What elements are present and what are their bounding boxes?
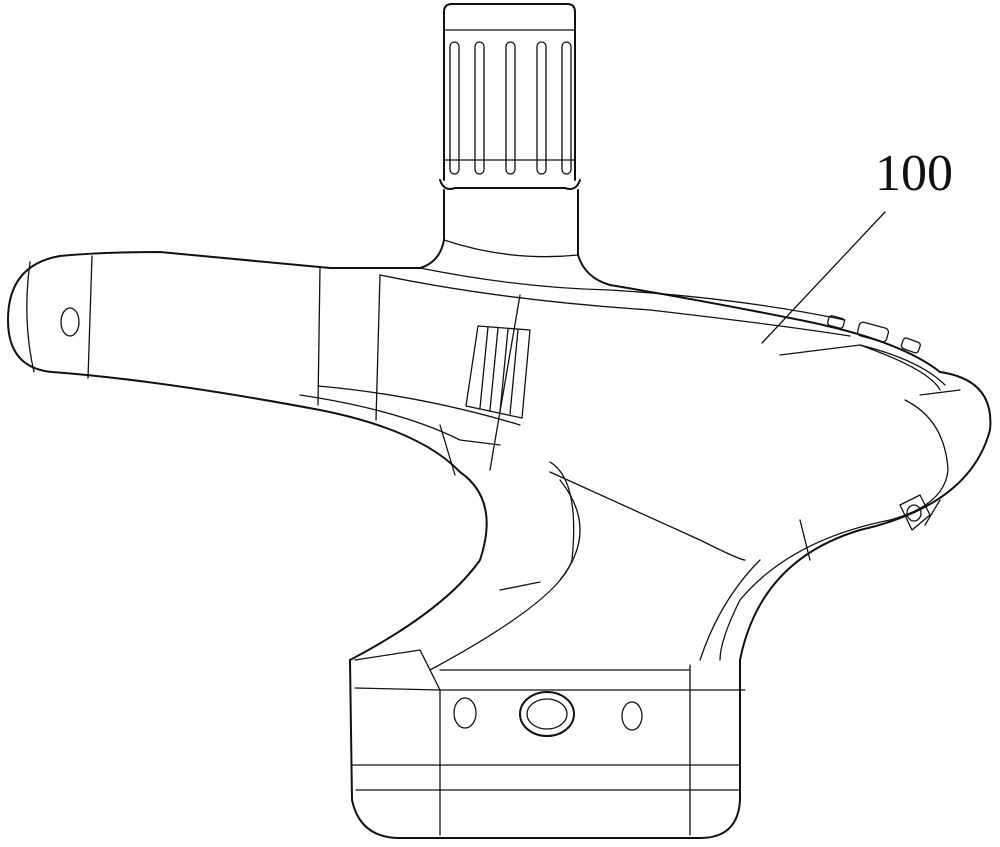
body-panel-lines [300, 268, 960, 670]
base-hole-right-icon [622, 702, 642, 730]
button-icon [857, 321, 890, 342]
knob-ribs [450, 42, 571, 174]
nose-hole-icon [61, 308, 79, 336]
callout-100: 100 [762, 145, 953, 343]
nose-details [27, 256, 380, 420]
top-knob [440, 4, 580, 189]
reference-numeral: 100 [875, 145, 953, 202]
body-outline [8, 252, 990, 838]
vent-grill [466, 326, 530, 418]
neck [420, 190, 610, 285]
base-hole-left-icon [454, 698, 476, 728]
base-details [352, 650, 745, 835]
